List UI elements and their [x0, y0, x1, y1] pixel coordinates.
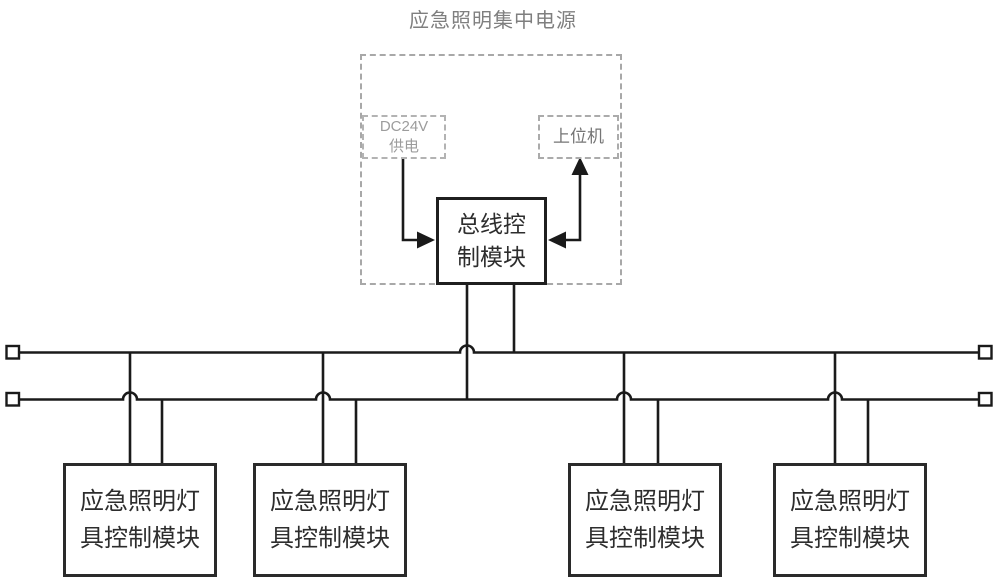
- bus-control-module-label-line1: 总线控: [457, 211, 526, 237]
- lamp-module-box-3: 应急照明灯 具控制模块: [568, 463, 722, 577]
- diagram-title: 应急照明集中电源: [409, 10, 577, 32]
- dc24v-supply-label-line1: DC24V: [379, 118, 429, 135]
- lamp-module-1-label-line2: 具控制模块: [80, 525, 200, 552]
- lamp-module-4-label-line1: 应急照明灯: [790, 488, 910, 515]
- lamp-module-1-label-line1: 应急照明灯: [80, 488, 200, 515]
- power-arrowhead-right-icon: [417, 231, 435, 249]
- bus-terminal-square-top-right: [977, 344, 993, 360]
- lamp-module-4-label-line2: 具控制模块: [790, 525, 910, 552]
- bottom-bus-line: [19, 391, 979, 401]
- bus-terminal-square-top-left: [5, 344, 21, 360]
- host-arrowhead-up-icon: [571, 157, 589, 175]
- lamp-module-2-label-line2: 具控制模块: [270, 525, 390, 552]
- lamp-module-3-label-line2: 具控制模块: [585, 525, 705, 552]
- dc24v-supply-label-line2: 供电: [388, 138, 419, 155]
- lamp-module-box-4: 应急照明灯 具控制模块: [773, 463, 927, 577]
- top-bus-line: [19, 344, 979, 354]
- lamp-module-box-1: 应急照明灯 具控制模块: [63, 463, 217, 577]
- bus-control-module-label-line2: 制模块: [457, 244, 526, 270]
- host-computer-label: 上位机: [553, 127, 604, 146]
- controller-arrowhead-left-icon: [548, 231, 566, 249]
- bus-control-module-box: 总线控 制模块: [436, 197, 547, 285]
- dc24v-supply-box: DC24V 供电: [362, 115, 446, 159]
- lamp-module-3-label-line1: 应急照明灯: [585, 488, 705, 515]
- bus-terminal-square-bottom-right: [977, 391, 993, 407]
- lamp-module-2-label-line1: 应急照明灯: [270, 488, 390, 515]
- host-computer-box: 上位机: [538, 115, 619, 159]
- power-arrow-line: [401, 157, 418, 242]
- bus-terminal-square-bottom-left: [5, 391, 21, 407]
- lamp-module-box-2: 应急照明灯 具控制模块: [253, 463, 407, 577]
- host-arrow-line: [564, 175, 582, 242]
